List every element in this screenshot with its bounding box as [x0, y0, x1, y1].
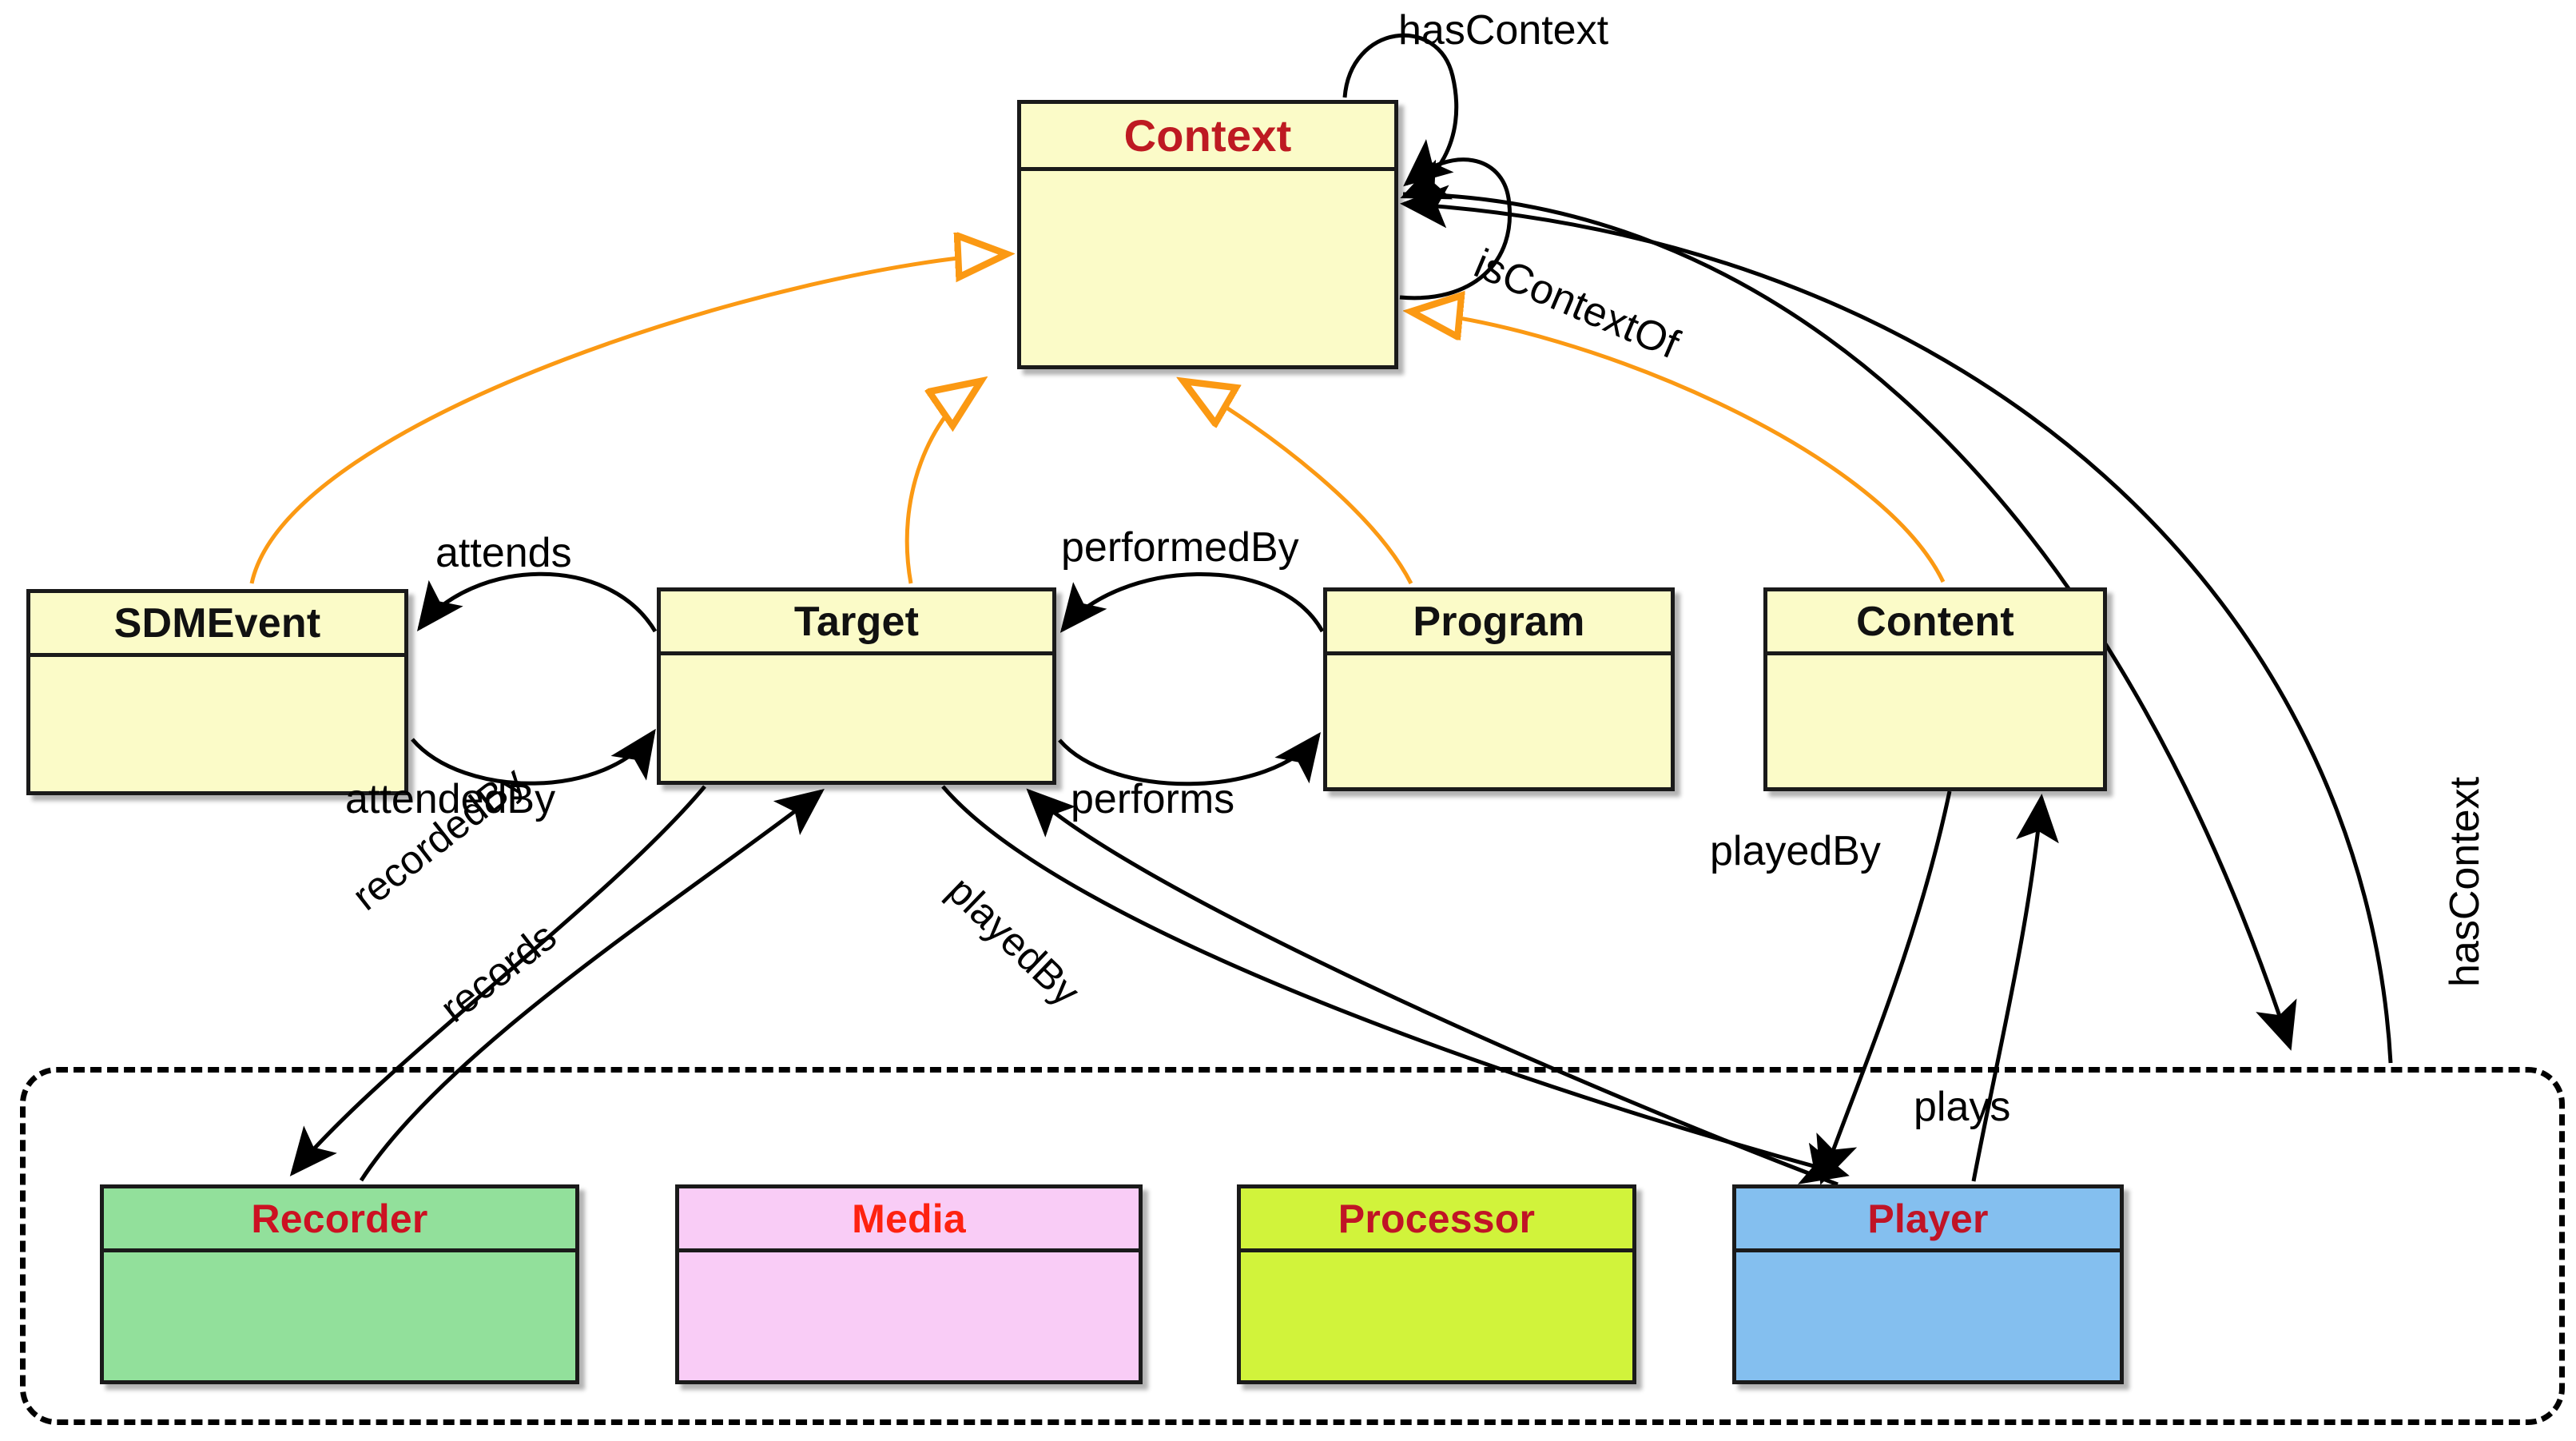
edge-plays — [1971, 794, 2059, 1182]
relation-label-performs: performs — [1071, 776, 1235, 822]
relation-label-performed-by: performedBy — [1061, 524, 1299, 571]
edge-is-context-of-long — [1402, 192, 2297, 1051]
class-title-program: Program — [1413, 598, 1585, 645]
edge-played-by-content — [1816, 790, 1952, 1185]
class-title-target: Target — [793, 598, 920, 645]
class-header-processor: Processor — [1241, 1188, 1632, 1252]
relation-label-plays: plays — [1914, 1084, 2011, 1130]
class-title-context: Context — [1123, 110, 1292, 161]
class-header-sdmevent: SDMEvent — [30, 593, 404, 657]
relation-label-has-context-self: hasContext — [1398, 7, 1609, 54]
class-box-target[interactable]: Target — [657, 587, 1056, 785]
class-attributes-content — [1767, 655, 2103, 791]
class-attributes-program — [1327, 655, 1671, 791]
device-group-container — [20, 1067, 2565, 1425]
relation-label-attends: attends — [435, 530, 572, 576]
edge-records — [359, 788, 825, 1182]
class-box-processor[interactable]: Processor — [1237, 1184, 1636, 1384]
class-header-program: Program — [1327, 591, 1671, 655]
edge-performs — [1058, 732, 1322, 786]
edge-attended-by — [411, 728, 656, 786]
class-box-player[interactable]: Player — [1732, 1184, 2124, 1384]
class-box-context[interactable]: Context — [1017, 100, 1398, 369]
class-header-context: Context — [1021, 104, 1394, 171]
edge-performed-by — [1059, 572, 1325, 633]
gen-sdmevent-to-context — [249, 254, 1005, 584]
relation-label-attended-by: attendedBy — [345, 776, 556, 822]
class-attributes-context — [1021, 171, 1394, 369]
class-title-content: Content — [1856, 598, 2014, 645]
class-box-content[interactable]: Content — [1763, 587, 2107, 791]
class-header-target: Target — [661, 591, 1052, 655]
relation-label-played-by-content: playedBy — [1710, 828, 1881, 874]
class-box-media[interactable]: Media — [675, 1184, 1143, 1384]
edge-attends — [416, 571, 658, 633]
class-title-media: Media — [852, 1196, 966, 1241]
edge-recorded-by — [289, 785, 706, 1176]
class-attributes-target — [661, 655, 1052, 785]
relation-label-has-context-right: hasContext — [2442, 776, 2488, 987]
edge-played-by-target — [941, 785, 1850, 1184]
edge-has-context-right — [1400, 185, 2393, 1064]
class-header-content: Content — [1767, 591, 2103, 655]
class-header-player: Player — [1736, 1188, 2120, 1252]
class-title-processor: Processor — [1338, 1196, 1536, 1241]
class-title-player: Player — [1867, 1196, 1989, 1241]
class-title-sdmevent: SDMEvent — [113, 599, 321, 647]
gen-program-to-context — [1185, 382, 1413, 585]
generalization-edges — [249, 254, 1946, 585]
class-header-media: Media — [679, 1188, 1139, 1252]
class-box-program[interactable]: Program — [1323, 587, 1675, 791]
gen-content-to-context — [1413, 312, 1946, 583]
class-attributes-processor — [1241, 1252, 1632, 1384]
class-title-recorder: Recorder — [251, 1196, 428, 1241]
class-box-sdmevent[interactable]: SDMEvent — [26, 589, 408, 795]
gen-target-to-context — [904, 382, 980, 584]
class-box-recorder[interactable]: Recorder — [100, 1184, 579, 1384]
association-edges — [289, 33, 2393, 1187]
edge-player-to-target — [1026, 788, 1839, 1187]
class-attributes-media — [679, 1252, 1139, 1384]
class-header-recorder: Recorder — [104, 1188, 575, 1252]
class-attributes-recorder — [104, 1252, 575, 1384]
class-attributes-player — [1736, 1252, 2120, 1384]
